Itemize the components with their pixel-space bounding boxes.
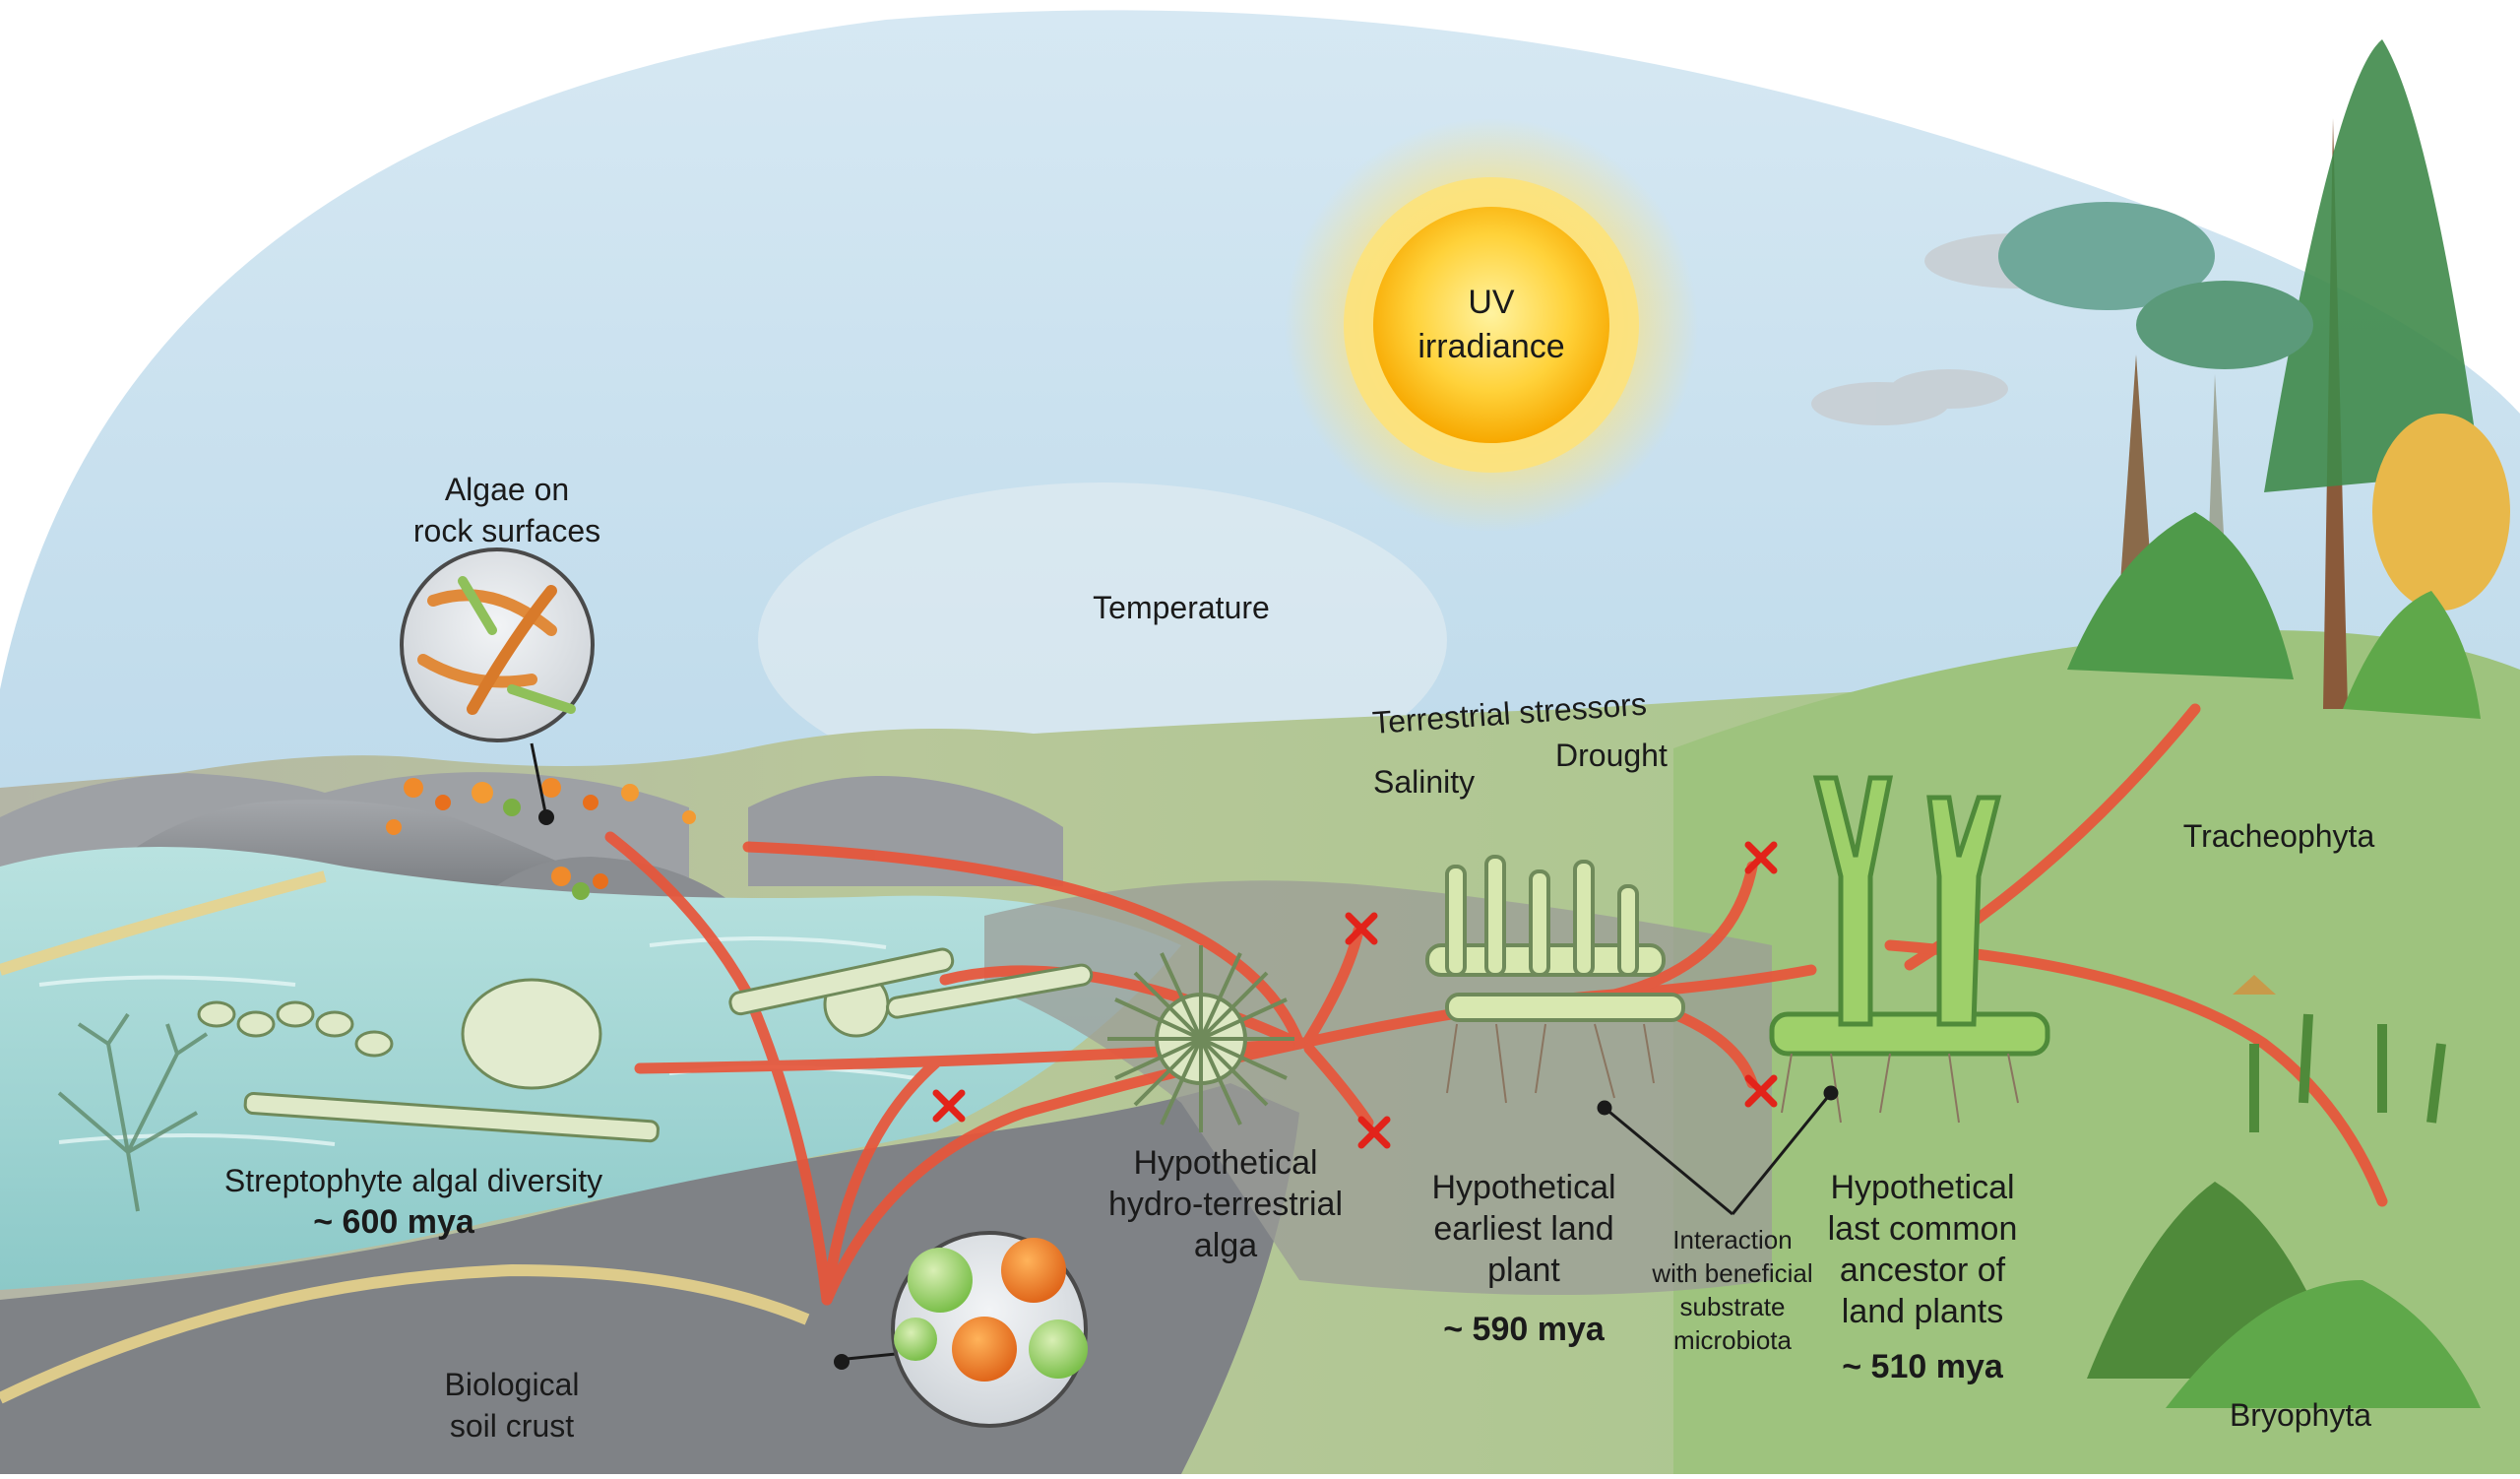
algae-colonies <box>197 947 1094 1143</box>
drought-label: Drought <box>1555 738 1668 773</box>
algae-rock-label-line2: rock surfaces <box>413 513 600 548</box>
temperature-haze <box>758 482 1447 798</box>
charophyte-plant <box>57 1012 209 1212</box>
extinction-x-icon <box>932 841 1778 1149</box>
hydro-terrestrial-alga <box>1107 945 1294 1132</box>
green-hill <box>1673 630 2520 1474</box>
interaction-label-line4: microbiota <box>1673 1325 1792 1355</box>
lca-land-plant <box>1769 775 2050 1124</box>
hydro-label-line3: alga <box>1194 1227 1257 1264</box>
interaction-label-line1: Interaction <box>1672 1225 1792 1254</box>
earliest-age: ~ 590 mya <box>1443 1311 1606 1348</box>
uv-label-line2: irradiance <box>1418 328 1564 365</box>
earliest-land-plant <box>1425 855 1685 1104</box>
earliest-label-line3: plant <box>1487 1252 1560 1289</box>
lca-label-line4: land plants <box>1842 1293 2003 1330</box>
interaction-label-line2: with beneficial <box>1651 1258 1812 1288</box>
earliest-label-line2: earliest land <box>1433 1210 1613 1248</box>
algae-magnifier-icon <box>400 547 595 825</box>
water-body <box>0 847 1181 1290</box>
interaction-label-line3: substrate <box>1680 1292 1786 1321</box>
temperature-label: Temperature <box>1093 590 1270 625</box>
salinity-label: Salinity <box>1373 764 1475 800</box>
uv-label-line1: UV <box>1468 284 1515 321</box>
mid-terrain <box>984 880 1772 1295</box>
lca-label-line3: ancestor of <box>1840 1252 2006 1289</box>
biocrust-label-line2: soil crust <box>450 1408 574 1444</box>
lca-label-line1: Hypothetical <box>1830 1169 2014 1206</box>
microbiota-pointers <box>1597 1085 1839 1216</box>
lca-age: ~ 510 mya <box>1842 1348 2004 1385</box>
sun-icon <box>1285 118 1698 532</box>
earliest-label-line1: Hypothetical <box>1431 1169 1615 1206</box>
tree-icon <box>1998 39 2510 719</box>
moss-icon <box>2087 975 2481 1408</box>
hydro-label-line2: hydro-terrestrial <box>1108 1186 1343 1223</box>
rock-algae-patches <box>386 778 696 900</box>
tracheophyta-label: Tracheophyta <box>2183 818 2375 854</box>
biocrust-label-line1: Biological <box>445 1367 580 1402</box>
hydro-label-line1: Hypothetical <box>1133 1144 1317 1182</box>
crust-magnifier-icon <box>834 1231 1088 1428</box>
streptophyte-age: ~ 600 mya <box>313 1203 475 1241</box>
streptophyte-label: Streptophyte algal diversity <box>224 1163 602 1198</box>
lineage-arrows <box>604 703 2388 1306</box>
algae-rock-label-line1: Algae on <box>445 472 569 507</box>
lca-label-line2: last common <box>1828 1210 2018 1248</box>
bryophyta-label: Bryophyta <box>2230 1397 2371 1433</box>
streams <box>0 870 810 1404</box>
